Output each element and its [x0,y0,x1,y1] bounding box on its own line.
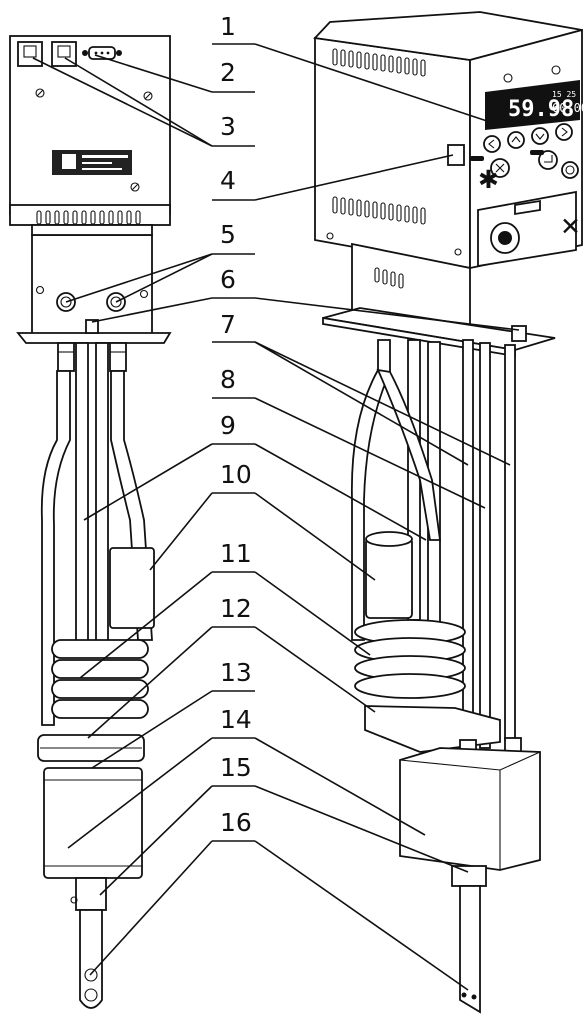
label-5: 5 [220,220,236,249]
right-pump-body [399,747,541,871]
label-10: 10 [220,460,252,489]
left-neck [31,234,153,336]
label-16: 16 [220,808,252,837]
right-side-switch [447,144,465,166]
lcd-display [485,80,580,130]
right-vent-upper [332,48,426,77]
left-mount-plate [16,332,172,344]
label-11: 11 [220,539,252,568]
right-box-side [314,36,471,270]
lcd-set-value: 60.00 [552,101,587,115]
left-vent-slots [36,210,141,225]
left-level-sensor-nut [85,319,99,334]
right-box-top [313,11,583,61]
label-3: 3 [220,112,236,141]
right-pump-neck [451,865,487,887]
label-13: 13 [220,658,252,687]
right-control-panel: 59.98 60.00 15 25 ✱ ✕ [470,65,587,268]
label-7: 7 [220,310,236,339]
label-2: 2 [220,58,236,87]
snowflake-icon: ✱ [478,165,499,194]
lcd-time-value: 15 25 [552,90,576,99]
left-outlet-tube [79,909,103,1009]
label-12: 12 [220,594,252,623]
label-1: 1 [220,12,236,41]
label-8: 8 [220,365,236,394]
left-serial-connector [82,46,122,60]
right-level-sensor-nut [511,325,527,342]
left-head-base [9,204,171,226]
left-screws [35,88,153,192]
right-cooling-coil [354,619,466,699]
label-14: 14 [220,705,252,734]
label-4: 4 [220,166,236,195]
right-tube-loop [350,339,391,641]
callouts: 1 2 3 4 5 6 7 8 9 [32,12,520,991]
left-heater-element [109,547,155,629]
left-rods [75,342,109,649]
left-unit-rear-view [9,35,172,1009]
label-15: 15 [220,753,252,782]
lcd-main-value: 59.98 [508,97,574,122]
right-unit-front-view: 59.98 60.00 15 25 ✱ ✕ [313,11,587,1014]
right-neck-slots [374,267,404,289]
right-outlet-tube [459,885,481,1014]
left-cooling-coil [51,639,149,719]
right-heater-element [365,531,413,619]
power-button-icon [561,161,579,179]
label-6: 6 [220,265,236,294]
label-9: 9 [220,411,236,440]
nav-buttons [483,123,573,153]
left-nameplate [52,150,132,175]
left-pump-body [43,767,143,879]
brand-logo-icon: ✕ [560,212,581,241]
right-vent-lower [332,196,426,225]
